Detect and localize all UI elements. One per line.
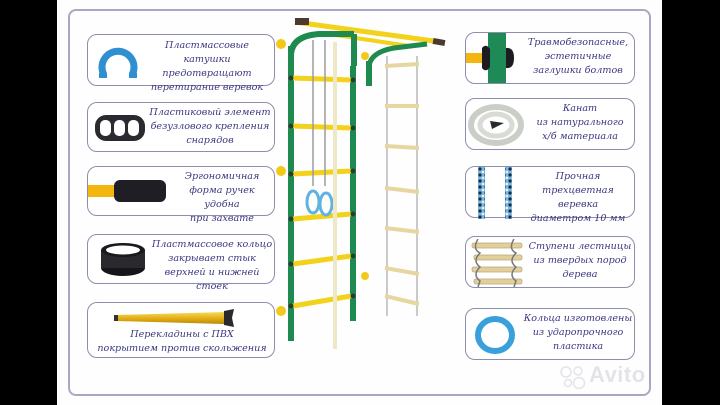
handle-grip-icon: [88, 180, 166, 202]
product-slide: Пластмассовые катушки предотвращают пере…: [57, 0, 662, 405]
feature-text: Перекладины с ПВХ покрытием против сколь…: [97, 329, 267, 354]
feature-card-handles: Эргономичная форма ручек удобна при захв…: [87, 166, 275, 224]
feature-text: Пластиковый элемент безузлового креплени…: [149, 107, 271, 146]
feature-card-three-color-rope: Прочная трехцветная веревка диаметром 10…: [465, 166, 635, 224]
pvc-crossbar-icon: [114, 309, 234, 327]
feature-text: Прочная трехцветная веревка диаметром 10…: [530, 171, 626, 224]
feature-text: Канат из натурального х/б материала: [536, 103, 624, 142]
swedish-wall-illustration: [276, 18, 446, 349]
plastic-reel-icon: [98, 47, 138, 78]
ladder-rungs-icon: [471, 239, 523, 287]
slide-frame: [68, 9, 651, 396]
feature-card-gym-rings: Кольца изготовлены из ударопрочного плас…: [465, 308, 635, 360]
feature-card-ring-collar: Пластмассовое кольцо закрывает стык верх…: [87, 234, 275, 292]
feature-text: Кольца изготовлены из ударопрочного плас…: [523, 313, 633, 352]
feature-card-bolt-caps: Травмобезопасные, эстетичные заглушки бо…: [465, 32, 635, 84]
feature-text: Пластмассовые катушки предотвращают пере…: [150, 40, 264, 93]
plastic-ring-collar-icon: [101, 243, 145, 276]
feature-card-crossbar: Перекладины с ПВХ покрытием против сколь…: [87, 302, 275, 358]
bolt-cap-icon: [466, 33, 514, 83]
avito-watermark: Avito: [589, 362, 646, 387]
gym-ring-icon: [475, 316, 515, 354]
feature-card-rope: Канат из натурального х/б материала: [465, 98, 635, 150]
plastic-mount-element-icon: [95, 115, 145, 141]
feature-card-ladder-rungs: Ступени лестницы из твердых пород дерева: [465, 236, 635, 288]
feature-card-reels: Пластмассовые катушки предотвращают пере…: [87, 34, 275, 93]
feature-text: Эргономичная форма ручек удобна при захв…: [184, 171, 260, 224]
rope-coil-icon: [468, 104, 524, 146]
feature-card-mount: Пластиковый элемент безузлового креплени…: [87, 102, 275, 152]
three-color-rope-icon: [478, 167, 512, 219]
feature-text: Ступени лестницы из твердых пород дерева: [528, 241, 632, 280]
feature-text: Травмобезопасные, эстетичные заглушки бо…: [527, 37, 629, 76]
avito-logo-icon: [560, 366, 586, 390]
feature-text: Пластмассовое кольцо закрывает стык верх…: [151, 239, 273, 292]
